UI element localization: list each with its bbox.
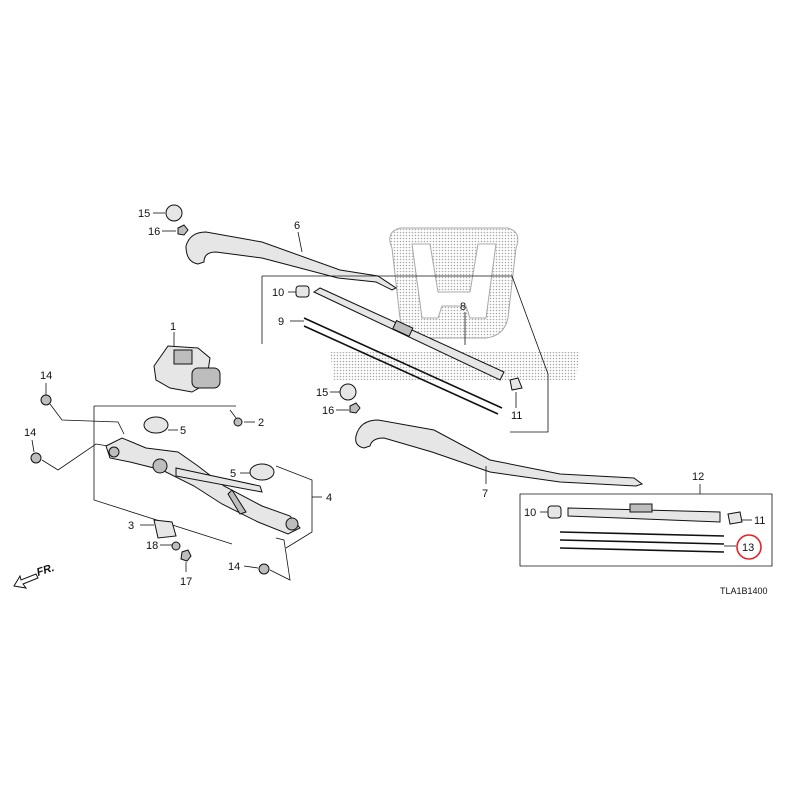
callout-7[interactable]: 7 bbox=[482, 488, 488, 500]
callout-17[interactable]: 17 bbox=[180, 576, 192, 588]
callout-2[interactable]: 2 bbox=[258, 417, 264, 429]
part-13-blade-rubber-right[interactable] bbox=[559, 531, 725, 553]
part-5-bushing-upper[interactable] bbox=[143, 416, 169, 434]
part-11-end-clip-left[interactable] bbox=[509, 377, 523, 391]
callout-11-right[interactable]: 11 bbox=[754, 515, 765, 527]
callout-8[interactable]: 8 bbox=[460, 301, 466, 313]
part-14-bolt-upper[interactable] bbox=[40, 394, 52, 406]
callout-1[interactable]: 1 bbox=[170, 321, 176, 333]
part-14-bolt-bottom[interactable] bbox=[258, 563, 270, 575]
part-15-cap-top[interactable] bbox=[165, 204, 183, 222]
part-1-wiper-motor[interactable] bbox=[153, 345, 221, 393]
callout-5-lower[interactable]: 5 bbox=[230, 468, 236, 480]
highlight-ring-13 bbox=[736, 534, 762, 560]
part-16-nut-middle[interactable] bbox=[349, 402, 361, 414]
part-7-wiper-arm-right[interactable] bbox=[355, 419, 644, 487]
part-16-nut-top[interactable] bbox=[177, 224, 189, 236]
direction-label: FR. bbox=[35, 562, 56, 579]
callout-12[interactable]: 12 bbox=[692, 471, 704, 483]
callout-4[interactable]: 4 bbox=[326, 492, 332, 504]
part-11-end-clip-right[interactable] bbox=[727, 511, 743, 525]
callout-16-top[interactable]: 16 bbox=[148, 226, 160, 238]
part-12-wiper-blade-right[interactable] bbox=[567, 503, 721, 523]
part-17-nut[interactable] bbox=[180, 549, 192, 562]
callout-9[interactable]: 9 bbox=[278, 316, 284, 328]
callout-13[interactable]: 13 bbox=[742, 542, 754, 554]
part-14-bolt-lower[interactable] bbox=[30, 452, 42, 464]
part-10-end-cap-left[interactable] bbox=[295, 285, 310, 298]
callout-14-bottom[interactable]: 14 bbox=[228, 561, 240, 573]
callout-10-left[interactable]: 10 bbox=[272, 287, 284, 299]
part-6-wiper-arm-left[interactable] bbox=[185, 231, 397, 291]
front-direction-arrow-icon bbox=[13, 573, 39, 589]
callout-15-top[interactable]: 15 bbox=[138, 208, 150, 220]
callout-5-upper[interactable]: 5 bbox=[180, 425, 186, 437]
callout-10-right[interactable]: 10 bbox=[524, 507, 536, 519]
callout-14-lower[interactable]: 14 bbox=[24, 427, 36, 439]
diagram-code: TLA1B1400 bbox=[720, 586, 768, 596]
callout-14-upper[interactable]: 14 bbox=[40, 370, 52, 382]
callout-3[interactable]: 3 bbox=[128, 520, 134, 532]
part-3-bracket[interactable] bbox=[153, 519, 177, 539]
part-15-cap-middle[interactable] bbox=[339, 383, 357, 401]
callout-18[interactable]: 18 bbox=[146, 540, 158, 552]
callout-11-left[interactable]: 11 bbox=[511, 410, 522, 422]
part-9-blade-rubber-left[interactable] bbox=[303, 317, 503, 415]
part-10-end-cap-right[interactable] bbox=[547, 505, 562, 519]
callout-15-middle[interactable]: 15 bbox=[316, 387, 328, 399]
callout-6[interactable]: 6 bbox=[294, 220, 300, 232]
part-8-wiper-blade-left[interactable] bbox=[312, 287, 505, 381]
part-2-bolt[interactable] bbox=[233, 417, 243, 427]
part-18-washer[interactable] bbox=[171, 541, 181, 551]
part-4-wiper-linkage[interactable] bbox=[105, 437, 301, 535]
part-5-bushing-lower[interactable] bbox=[249, 463, 275, 481]
callout-16-middle[interactable]: 16 bbox=[322, 405, 334, 417]
